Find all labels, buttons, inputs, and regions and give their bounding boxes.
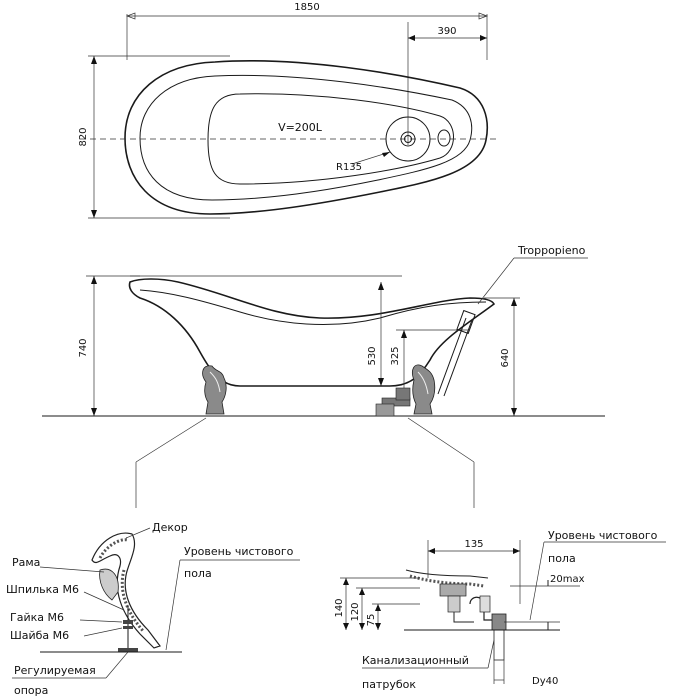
overflow-hole bbox=[437, 129, 451, 147]
decor-label: Декор bbox=[152, 521, 188, 534]
washer-label: Шайба М6 bbox=[10, 629, 69, 642]
offset-dimension: 390 bbox=[437, 26, 456, 37]
drain-recess bbox=[385, 116, 431, 162]
leg-floor-level-line1: Уровень чистового bbox=[184, 545, 294, 558]
sewer-label-line2: патрубок bbox=[362, 678, 416, 691]
side-view: 740 530 325 640 Troppopieno bbox=[42, 244, 605, 508]
drain-width-dimension: 135 bbox=[464, 539, 483, 550]
leg-detail: Декор Рама Шпилька М6 Гайка М6 Шайба М6 … bbox=[6, 521, 300, 697]
tub-outer-outline bbox=[124, 60, 489, 215]
right-claw-foot bbox=[412, 364, 436, 415]
drain-height-dimension: 325 bbox=[390, 346, 401, 365]
width-dimension: 820 bbox=[78, 127, 89, 146]
overflow-label: Troppopieno bbox=[517, 244, 586, 257]
tub-basin bbox=[207, 93, 454, 185]
pipe-diameter: Dy40 bbox=[532, 676, 558, 687]
drain-h120: 120 bbox=[350, 602, 361, 621]
top-view: 1850 390 820 V=200L R135 bbox=[78, 2, 500, 219]
leg-floor-level-line2: пола bbox=[184, 567, 212, 580]
nut-label: Гайка М6 bbox=[10, 611, 64, 624]
drain-outlet bbox=[400, 131, 416, 147]
drain-assembly bbox=[375, 387, 411, 417]
tub-side-outline bbox=[128, 278, 496, 387]
sewer-label-line1: Канализационный bbox=[362, 654, 469, 667]
inner-depth-dimension: 530 bbox=[367, 346, 378, 365]
drain-max-offset: 20max bbox=[550, 574, 585, 585]
frame-label: Рама bbox=[12, 556, 40, 569]
stud-label: Шпилька М6 bbox=[6, 583, 79, 596]
length-dimension: 1850 bbox=[294, 2, 319, 13]
drain-floor-level-line1: Уровень чистового bbox=[548, 529, 658, 542]
support-label-line1: Регулируемая bbox=[14, 664, 96, 677]
left-claw-foot bbox=[202, 365, 227, 415]
radius-label: R135 bbox=[336, 162, 362, 173]
rim-height-dimension: 640 bbox=[500, 348, 511, 367]
support-label-line2: опора bbox=[14, 684, 48, 697]
drain-floor-level-line2: пола bbox=[548, 552, 576, 565]
drain-h140: 140 bbox=[334, 598, 345, 617]
volume-label: V=200L bbox=[278, 121, 323, 134]
tub-rim-inner bbox=[139, 74, 473, 201]
total-height-dimension: 740 bbox=[78, 338, 89, 357]
drain-h75: 75 bbox=[366, 614, 377, 627]
drain-detail: 135 140 120 75 Уровень чистового bbox=[334, 529, 666, 691]
